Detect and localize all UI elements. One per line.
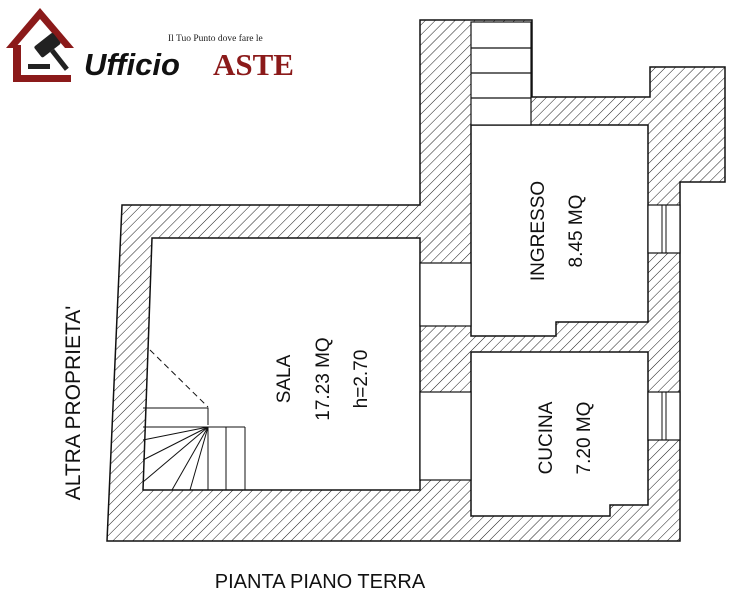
window-cucina <box>647 391 681 441</box>
logo-tagline: Il Tuo Punto dove fare le <box>168 33 263 44</box>
room-sala-height: h=2.70 <box>351 350 372 409</box>
logo: Il Tuo Punto dove fare le Ufficio ASTE <box>6 8 294 82</box>
external-stair <box>470 21 532 126</box>
room-ingresso: INGRESSO 8.45 MQ <box>528 181 587 281</box>
logo-brand-aste: ASTE <box>213 47 294 82</box>
logo-brand-ufficio: Ufficio <box>84 47 180 82</box>
plan-caption: PIANTA PIANO TERRA <box>215 571 426 593</box>
room-sala: SALA 17.23 MQ h=2.70 <box>274 337 372 420</box>
side-label: ALTRA PROPRIETA' <box>62 306 85 501</box>
room-sala-name: SALA <box>274 354 295 403</box>
house-gavel-icon <box>6 8 74 82</box>
room-ingresso-name: INGRESSO <box>528 181 549 281</box>
walls <box>106 19 726 542</box>
room-cucina-name: CUCINA <box>536 401 557 474</box>
room-ingresso-area: 8.45 MQ <box>566 195 587 268</box>
window-ingresso <box>647 204 681 254</box>
room-cucina-area: 7.20 MQ <box>574 402 595 475</box>
door-opening-upper <box>419 262 472 327</box>
room-cucina: CUCINA 7.20 MQ <box>536 401 595 474</box>
internal-stair <box>142 349 246 491</box>
room-sala-area: 17.23 MQ <box>313 337 334 420</box>
outer-wall <box>106 19 726 542</box>
door-opening-lower <box>419 391 472 481</box>
